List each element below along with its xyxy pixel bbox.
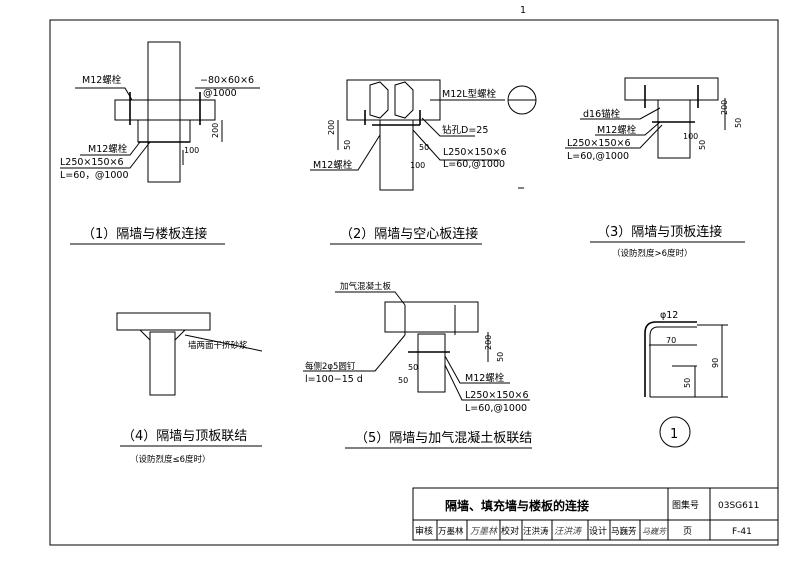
drawing-title: 隔墙、填充墙与楼板的连接 [445, 498, 589, 513]
label-drill: 钻孔D=25 [442, 124, 488, 136]
dim-200: 200 [720, 100, 729, 115]
checker-name: 汪洪涛 [523, 526, 549, 537]
detail-marker: 1 [670, 427, 678, 442]
page-number: 1 [520, 5, 526, 16]
dim-50c: 50 [398, 376, 408, 385]
atlas-label: 图集号 [672, 499, 699, 511]
dim-200: 200 [327, 120, 336, 135]
dim-50b: 50 [408, 363, 418, 372]
label-bolt: M12螺栓 [313, 159, 353, 171]
label-plate: −80×60×6 [200, 75, 254, 86]
designer-name: 马巍芳 [611, 526, 637, 537]
reviewer-label: 审核 [415, 525, 433, 537]
label-angle-spacing: L=60,@1000 [465, 403, 527, 414]
label-diameter: φ12 [660, 310, 678, 321]
caption-1: （1）隔墙与楼板连接 [82, 226, 207, 242]
detail-4: 墙两面干挤砂浆 （4）隔墙与顶板联结 （设防烈度≤6度时） [116, 312, 263, 465]
rebar-detail: φ12 70 90 50 1 [644, 310, 728, 448]
label-l-bolt: M12L型螺栓 [442, 88, 497, 100]
dim-50a: 50 [343, 140, 352, 150]
atlas-number: 03SG611 [718, 501, 759, 511]
detail-marker-circle [659, 416, 691, 448]
checker-label: 校对 [501, 525, 519, 537]
title-block: 隔墙、填充墙与楼板的连接 图集号 03SG611 审核 万墨林 万墨林 校对 汪… [412, 487, 779, 541]
label-angle: L250×150×6 [60, 157, 124, 168]
designer-signature: 马巍芳 [642, 527, 668, 536]
caption-4: （4）隔墙与顶板联结 [122, 429, 247, 444]
label-angle-spacing: L=60，@1000 [60, 170, 129, 181]
caption-3: （3）隔墙与顶板连接 [597, 224, 722, 240]
dim-50a: 50 [734, 118, 743, 128]
label-angle: L250×150×6 [443, 147, 507, 158]
label-nail: 每侧2φ5圆钉 [305, 361, 356, 372]
detail-2: M12L型螺栓 钻孔D=25 200 50 50 100 L250×150×6 … [310, 79, 537, 245]
sheet-border [49, 19, 779, 546]
label-bolt: M12螺栓 [465, 372, 505, 384]
label-angle-spacing: L=60,@1000 [567, 151, 629, 162]
dim-70: 70 [666, 336, 676, 345]
label-slab: 加气混凝土板 [340, 281, 392, 292]
label-bolt-bottom: M12螺栓 [88, 143, 128, 155]
reviewer-name: 万墨林 [438, 526, 464, 537]
label-bolt: M12螺栓 [597, 124, 637, 136]
page-label: 页 [683, 526, 692, 537]
caption-5: （5）隔墙与加气混凝土板联结 [355, 430, 532, 446]
label-angle-spacing: L=60,@1000 [443, 159, 505, 170]
dim-100: 100 [683, 132, 698, 141]
label-plate-spacing: @1000 [203, 88, 237, 99]
detail-5: 加气混凝土板 每侧2φ5圆钉 l=100−15 d 200 50 50 50 M… [303, 281, 532, 449]
detail-3: d16锚栓 M12螺栓 L250×150×6 L=60,@1000 200 50… [565, 77, 745, 259]
page-value: F-41 [732, 527, 752, 537]
label-bolt-top: M12螺栓 [82, 74, 122, 86]
label-nail-length: l=100−15 d [305, 374, 363, 385]
label-angle: L250×150×6 [465, 390, 529, 401]
dim-200: 200 [211, 123, 220, 138]
label-anchor: d16锚栓 [583, 108, 621, 120]
detail-1: M12螺栓 −80×60×6 @1000 200 100 M12螺栓 L250×… [60, 41, 260, 245]
caption-2: （2）隔墙与空心板连接 [340, 226, 478, 242]
dim-100: 100 [410, 161, 425, 170]
dim-50b: 50 [419, 143, 429, 152]
note-4: （设防烈度≤6度时） [130, 454, 211, 465]
dim-100: 100 [184, 146, 199, 155]
note-3: （设防烈度>6度时） [612, 248, 693, 259]
dim-50a: 50 [496, 352, 505, 362]
dim-50b: 50 [698, 140, 707, 150]
dim-200: 200 [484, 335, 493, 350]
label-angle: L250×150×6 [567, 138, 631, 149]
dim-50: 50 [683, 378, 692, 388]
checker-signature: 汪洪涛 [554, 526, 583, 537]
label-mortar: 墙两面干挤砂浆 [188, 340, 248, 351]
reviewer-signature: 万墨林 [470, 526, 498, 537]
designer-label: 设计 [589, 525, 607, 537]
dim-90: 90 [711, 358, 720, 368]
